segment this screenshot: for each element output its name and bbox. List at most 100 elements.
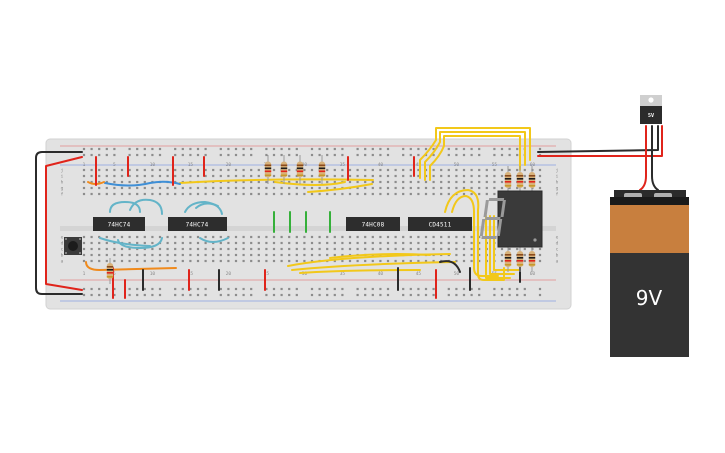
- breadboard-hole: [371, 180, 374, 184]
- row-letter: h: [556, 180, 559, 186]
- battery-9v[interactable]: 9V: [610, 190, 689, 357]
- breadboard-hole: [174, 147, 177, 151]
- breadboard-hole: [189, 293, 192, 297]
- breadboard-hole: [242, 293, 245, 297]
- breadboard-hole: [113, 192, 116, 196]
- breadboard-hole: [478, 192, 481, 196]
- breadboard-hole: [447, 241, 450, 245]
- breadboard-hole: [158, 287, 162, 291]
- breadboard-hole: [462, 192, 466, 196]
- breadboard-hole: [394, 247, 397, 251]
- breadboard-hole: [181, 174, 184, 178]
- breadboard-hole: [386, 147, 390, 151]
- row-letter: g: [61, 187, 64, 192]
- row-letter: d: [556, 241, 559, 247]
- breadboard-hole: [455, 147, 458, 151]
- breadboard-hole: [158, 259, 162, 263]
- breadboard-hole: [242, 192, 245, 196]
- breadboard-hole: [478, 259, 481, 263]
- breadboard-hole: [493, 174, 496, 178]
- breadboard-hole: [364, 174, 367, 178]
- breadboard-hole: [333, 235, 336, 239]
- breadboard-hole: [303, 241, 306, 245]
- breadboard-hole: [280, 293, 283, 297]
- breadboard-hole: [204, 293, 207, 297]
- breadboard-hole: [523, 293, 526, 297]
- breadboard-hole: [440, 247, 443, 251]
- breadboard-hole: [402, 180, 405, 184]
- breadboard-hole: [424, 241, 428, 245]
- breadboard-hole: [432, 287, 435, 291]
- resistor: [264, 155, 272, 184]
- voltage-regulator[interactable]: 5V: [640, 95, 662, 124]
- breadboard-hole: [333, 287, 336, 291]
- breadboard-hole: [402, 259, 405, 263]
- breadboard-hole: [105, 235, 108, 239]
- breadboard-hole: [295, 241, 298, 245]
- chip-74hc08[interactable]: 74HC08: [346, 217, 400, 231]
- breadboard-hole: [462, 259, 466, 263]
- breadboard-hole: [432, 168, 435, 172]
- breadboard-hole: [417, 168, 420, 172]
- breadboard-hole: [158, 192, 162, 196]
- breadboard-hole: [265, 235, 268, 239]
- resistor: [280, 155, 288, 184]
- row-letter: e: [61, 236, 64, 241]
- breadboard-hole: [181, 168, 184, 172]
- chip-74hc74-b[interactable]: 74HC74: [168, 217, 227, 231]
- breadboard-hole: [189, 287, 192, 291]
- breadboard-hole: [234, 192, 238, 196]
- breadboard-hole: [136, 235, 139, 239]
- breadboard-hole: [227, 235, 230, 239]
- column-number: 30: [302, 162, 308, 168]
- breadboard-hole: [310, 253, 314, 257]
- breadboard-hole: [333, 293, 336, 297]
- breadboard-hole: [113, 259, 116, 263]
- breadboard-hole: [379, 241, 382, 245]
- breadboard-hole: [242, 180, 245, 184]
- breadboard-hole: [364, 180, 367, 184]
- breadboard-hole: [447, 147, 450, 151]
- breadboard-hole: [219, 259, 222, 263]
- breadboard-hole: [409, 147, 412, 151]
- row-letter: c: [556, 248, 559, 253]
- breadboard-hole: [151, 241, 154, 245]
- push-button[interactable]: [64, 237, 82, 255]
- breadboard-hole: [113, 253, 116, 257]
- breadboard-hole: [402, 186, 405, 190]
- breadboard-hole: [379, 174, 382, 178]
- breadboard-hole: [288, 192, 291, 196]
- chip-74hc74-a[interactable]: 74HC74: [93, 217, 145, 231]
- breadboard-hole: [394, 168, 397, 172]
- breadboard-hole: [523, 180, 526, 184]
- breadboard-hole: [318, 253, 321, 257]
- breadboard-hole: [143, 253, 146, 257]
- breadboard-hole: [272, 293, 276, 297]
- breadboard-hole: [326, 253, 329, 257]
- breadboard-hole: [105, 253, 108, 257]
- breadboard-hole: [227, 168, 230, 172]
- breadboard-hole: [356, 153, 359, 157]
- breadboard-hole: [493, 192, 496, 196]
- breadboard-hole: [326, 293, 329, 297]
- chip-cd4511[interactable]: CD4511: [408, 217, 472, 231]
- breadboard-hole: [212, 174, 215, 178]
- row-letter: i: [556, 174, 559, 180]
- breadboard-hole: [288, 186, 291, 190]
- breadboard-hole: [409, 247, 412, 251]
- breadboard-hole: [151, 259, 154, 263]
- breadboard-hole: [409, 186, 412, 190]
- breadboard-hole: [386, 241, 390, 245]
- breadboard-hole: [105, 153, 108, 157]
- breadboard-hole: [478, 168, 481, 172]
- breadboard-hole: [212, 247, 215, 251]
- breadboard-hole: [417, 247, 420, 251]
- breadboard-hole: [364, 241, 367, 245]
- breadboard-hole: [288, 235, 291, 239]
- column-number: 60: [530, 271, 536, 277]
- breadboard-hole: [303, 235, 306, 239]
- breadboard-hole: [402, 287, 405, 291]
- breadboard-hole: [265, 192, 268, 196]
- column-number: 1: [83, 271, 86, 277]
- breadboard-hole: [538, 287, 542, 291]
